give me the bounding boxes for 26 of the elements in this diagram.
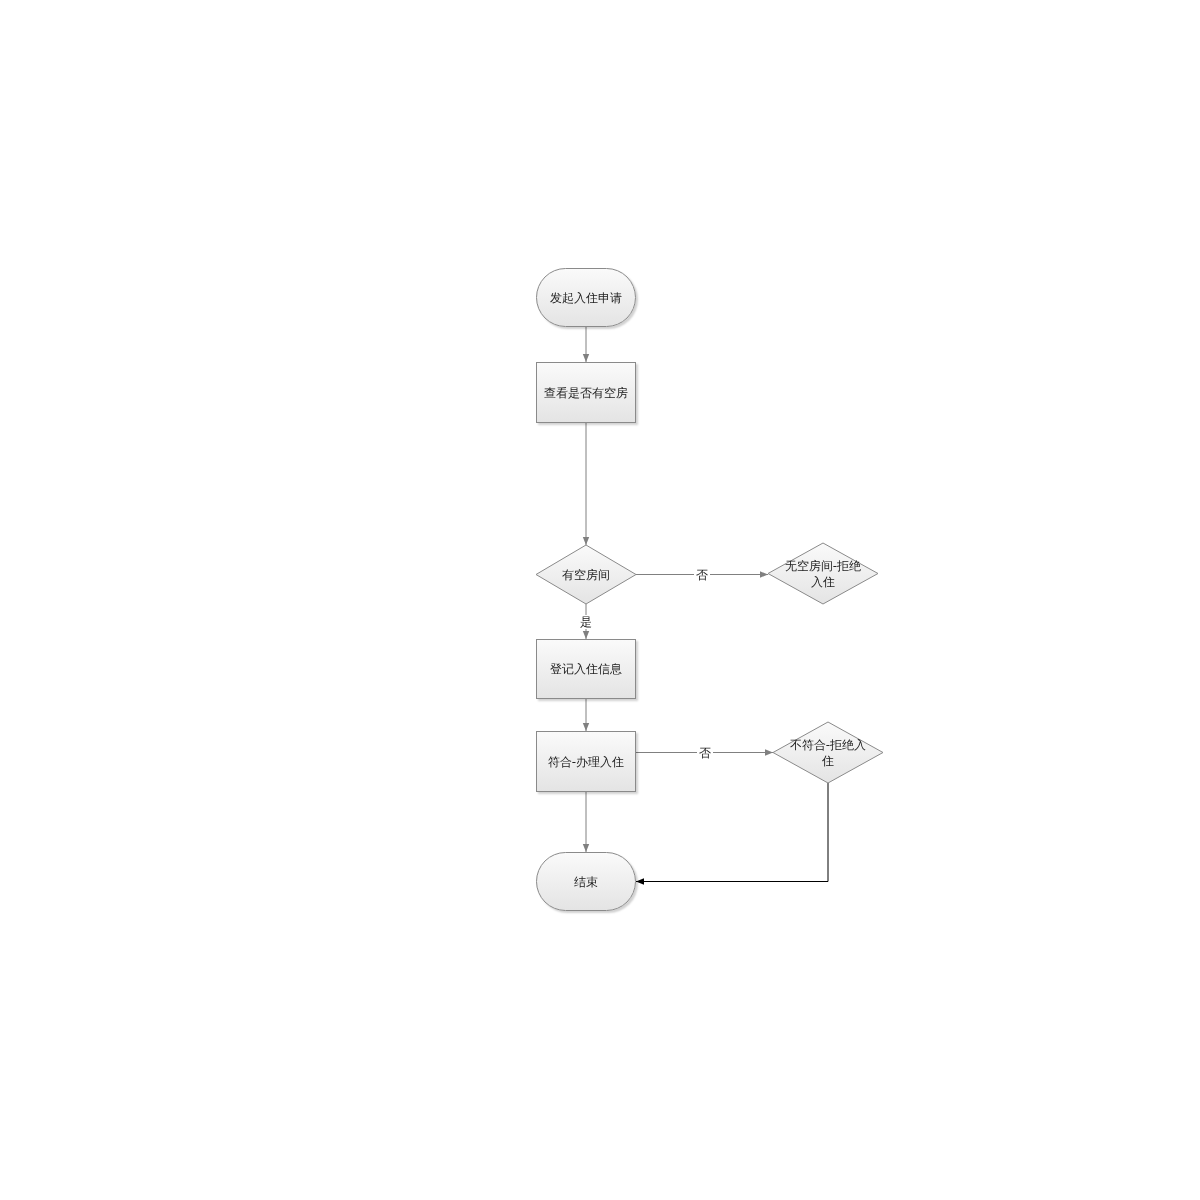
decision-diamond (536, 545, 636, 604)
terminal-box (536, 852, 636, 911)
edge-label: 否 (694, 567, 710, 582)
arrow (582, 422, 590, 546)
process-box (536, 362, 636, 423)
node-label: 不符合-拒绝入住 (788, 736, 868, 769)
edge-label: 否 (696, 745, 713, 760)
arrow (582, 698, 590, 732)
process-box (536, 639, 636, 699)
node-label: 无空房间-拒绝入住 (783, 557, 863, 590)
arrow (582, 791, 590, 853)
edge-label: 是 (578, 614, 594, 629)
node-label: 查看是否有空房 (544, 384, 628, 401)
node-label: 发起入住申请 (550, 289, 622, 306)
node-label: 登记入住信息 (550, 661, 622, 677)
node-label: 符合-办理入住 (547, 753, 625, 770)
decision-diamond (773, 722, 883, 783)
decision-diamond (768, 543, 878, 604)
arrow (635, 782, 829, 885)
arrow (635, 749, 774, 756)
terminal-box (536, 268, 636, 327)
arrow (582, 326, 590, 363)
process-box (536, 731, 636, 792)
arrow (635, 571, 769, 578)
node-label: 结束 (574, 873, 598, 890)
node-label: 有空房间 (562, 566, 610, 583)
